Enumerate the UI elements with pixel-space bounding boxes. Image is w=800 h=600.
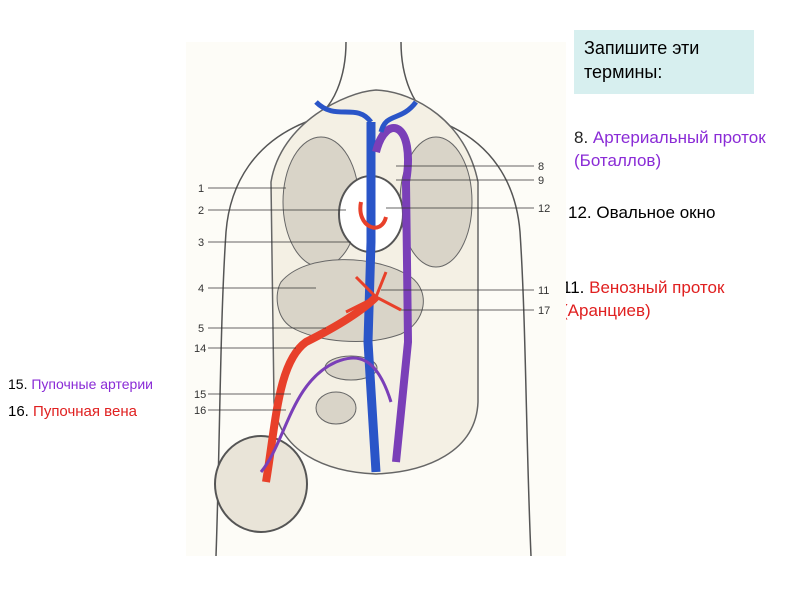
diagram-label: 8	[538, 161, 544, 173]
diagram-label: 9	[538, 175, 544, 187]
term-number: 15.	[8, 376, 28, 392]
diagram-svg: 1 2 3 4 5 14 15 16 8 9 12 11 17	[194, 42, 550, 556]
term-text: Артериальный проток (Боталлов)	[574, 128, 766, 170]
term-text: Пупочная вена	[33, 403, 137, 420]
diagram-label: 11	[538, 285, 549, 297]
term-text: Венозный проток (Аранциев)	[562, 278, 725, 320]
term-number: 11.	[562, 278, 585, 297]
diagram-label: 17	[538, 305, 550, 317]
term-text: Пупочные артерии	[31, 376, 153, 392]
term-number: 8.	[574, 128, 589, 147]
umbilical-artery-vessel	[259, 356, 393, 473]
pulmonary-vessels	[314, 100, 418, 133]
diagram-label: 3	[198, 237, 204, 249]
bladder	[315, 391, 357, 425]
liver	[276, 259, 424, 342]
body-outline	[215, 42, 347, 556]
diagram-label: 12	[538, 203, 550, 215]
instruction-box: Запишите эти термины:	[574, 30, 754, 94]
diagram-label: 2	[198, 205, 204, 217]
diagram-label: 4	[198, 283, 204, 295]
diagram-label: 1	[198, 183, 204, 195]
term-umbilical-arteries: 15. Пупочные артерии	[8, 373, 153, 396]
instruction-line-1: Запишите эти	[584, 38, 700, 58]
term-foramen-ovale: 12. Овальное окно	[568, 201, 715, 224]
term-ductus-venosus: 11. Венозный проток (Аранциев)	[562, 276, 792, 322]
diagram-label: 14	[194, 343, 206, 355]
instruction-line-2: термины:	[584, 62, 663, 82]
diagram-label: 16	[194, 405, 206, 417]
term-number: 16.	[8, 403, 29, 420]
umbilical-vein-vessel	[262, 294, 379, 483]
term-umbilical-vein: 16. Пупочная вена	[8, 400, 137, 423]
fetal-circulation-diagram: 1 2 3 4 5 14 15 16 8 9 12 11 17	[186, 42, 566, 556]
placenta	[214, 435, 308, 533]
term-text: Овальное окно	[596, 203, 716, 222]
diagram-label: 15	[194, 389, 206, 401]
diagram-label: 5	[198, 323, 204, 335]
right-callouts	[381, 165, 534, 311]
term-number: 12.	[568, 203, 592, 222]
hepatic-branches	[345, 271, 402, 314]
term-ductus-arteriosus: 8. Артериальный проток (Боталлов)	[574, 126, 794, 172]
heart-inflow	[358, 201, 388, 230]
aorta	[372, 124, 413, 463]
left-callouts	[208, 187, 351, 411]
